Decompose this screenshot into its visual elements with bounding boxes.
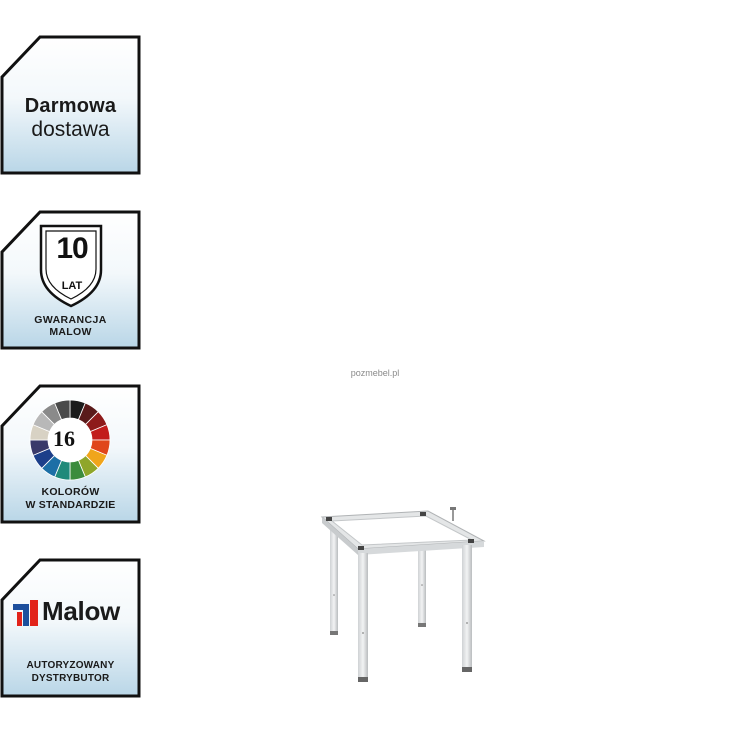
color-wheel-center bbox=[48, 418, 92, 462]
colors-badge: 16 KOLORÓW W STANDARDZIE bbox=[0, 384, 141, 524]
warranty-line-2: MALOW bbox=[49, 326, 92, 338]
badge-frame-icon bbox=[0, 558, 141, 698]
badge-frame-icon bbox=[0, 384, 141, 524]
distributor-badge: Malow AUTORYZOWANY DYSTRYBUTOR bbox=[0, 558, 141, 698]
colors-count: 16 bbox=[53, 426, 75, 451]
colors-line-2: W STANDARDZIE bbox=[25, 499, 116, 511]
distributor-line-1: AUTORYZOWANY bbox=[26, 660, 115, 671]
badge-frame-icon bbox=[0, 210, 141, 350]
table-frame-image bbox=[320, 507, 486, 682]
colors-line-1: KOLORÓW bbox=[41, 486, 100, 498]
warranty-years: 10 bbox=[56, 232, 88, 265]
malow-logo-icon bbox=[13, 600, 38, 626]
badge-frame-icon bbox=[0, 35, 141, 175]
warranty-badge: 10 LAT GWARANCJA MALOW bbox=[0, 210, 141, 350]
warranty-unit: LAT bbox=[61, 280, 83, 292]
free-delivery-badge: Darmowa dostawa bbox=[0, 35, 141, 175]
distributor-line-2: DYSTRYBUTOR bbox=[31, 673, 110, 684]
delivery-line-1: Darmowa bbox=[24, 95, 117, 117]
color-wheel-icon bbox=[29, 399, 111, 481]
brand-name: Malow bbox=[42, 596, 120, 626]
shield-icon bbox=[39, 224, 103, 308]
watermark: pozmebel.pl bbox=[350, 368, 400, 378]
warranty-line-1: GWARANCJA bbox=[34, 314, 107, 326]
delivery-line-2: dostawa bbox=[31, 118, 110, 141]
